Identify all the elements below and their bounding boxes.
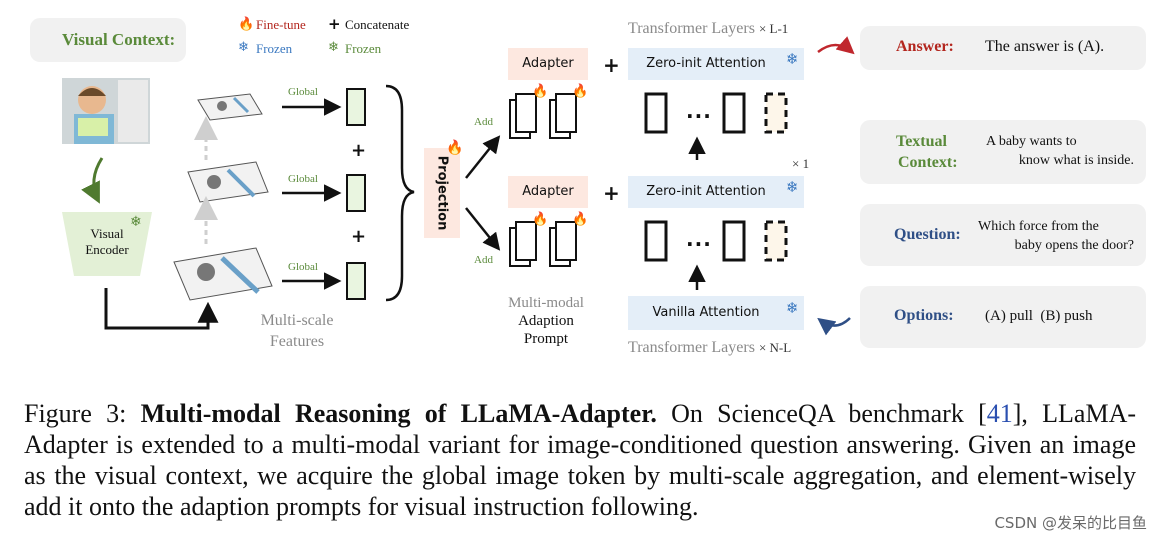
transformer-tokens-top xyxy=(644,92,788,134)
zero-init-attention-bottom: Zero-init Attention xyxy=(628,176,804,208)
projection-block xyxy=(424,148,460,238)
options-panel xyxy=(860,286,1146,348)
transformer-tokens-bottom xyxy=(644,220,788,262)
transformer-layers-bottom-mult: × N-L xyxy=(758,340,792,355)
multimodal-prompt-label: Multi-modal Adaption Prompt xyxy=(496,294,596,348)
multiscale-line1: Multi-scale xyxy=(260,312,334,329)
citation-link[interactable]: 41 xyxy=(986,399,1013,428)
global-label-3: Global xyxy=(288,261,318,273)
projection-label: Projection xyxy=(434,155,450,231)
answer-panel xyxy=(860,26,1146,70)
visual-encoder-line2: Encoder xyxy=(85,242,129,257)
caption-part1: On ScienceQA benchmark [ xyxy=(656,399,987,428)
caption-part2: ], LLaMA-Adapter is extended to a multi-… xyxy=(24,399,1137,521)
plus-icon: + xyxy=(328,15,341,33)
transformer-layers-top-text: Transformer Layers xyxy=(628,20,755,37)
adapter-block-top: Adapter xyxy=(508,48,588,80)
watermark: CSDN @发呆的比目鱼 xyxy=(994,514,1147,532)
feature-map-small xyxy=(197,93,263,121)
question-panel xyxy=(860,204,1146,266)
snowflake-icon: ❄ xyxy=(786,299,799,317)
visual-encoder-line1: Visual xyxy=(90,226,124,241)
fire-icon: 🔥 xyxy=(532,212,549,227)
fire-icon: 🔥 xyxy=(532,84,549,99)
global-label-2: Global xyxy=(288,173,318,185)
snowflake-icon: ❄ xyxy=(786,178,799,196)
answer-text: The answer is (A). xyxy=(985,38,1105,55)
feature-map-medium xyxy=(187,161,269,203)
input-arrow xyxy=(817,317,851,336)
answer-label: Answer: xyxy=(896,38,954,55)
multiscale-features-label: Multi-scale Features xyxy=(250,310,344,352)
question-text-line1: Which force from the xyxy=(978,219,1099,234)
caption-prefix: Figure 3: xyxy=(24,399,141,428)
global-token-3 xyxy=(346,262,366,300)
textual-context-text-line1: A baby wants to xyxy=(986,134,1077,149)
add-arrow-top xyxy=(465,135,501,179)
adapter-block-bottom: Adapter xyxy=(508,176,588,208)
transformer-layers-mid-mult: × 1 xyxy=(792,156,810,171)
textual-context-label-line1: Textual xyxy=(896,133,947,150)
ellipsis-top: ... xyxy=(686,99,712,123)
visual-context-panel xyxy=(30,18,186,62)
textual-context-text-line2: know what is inside. xyxy=(1018,153,1134,168)
baby-photo xyxy=(62,78,150,144)
transformer-layers-bottom-text: Transformer Layers xyxy=(628,339,755,356)
snowflake-icon: ❄ xyxy=(328,40,339,55)
plus-icon: + xyxy=(351,140,367,161)
global-token-1 xyxy=(346,88,366,126)
snowflake-icon: ❄ xyxy=(786,50,799,68)
plus-icon: + xyxy=(351,226,367,247)
feature-map-large xyxy=(173,247,273,301)
multiscale-line2: Features xyxy=(269,333,325,350)
caption-bold: Multi-modal Reasoning of LLaMA-Adapter. xyxy=(140,399,657,428)
mm-line3: Prompt xyxy=(523,331,569,347)
legend-frozen-blue: Frozen xyxy=(256,41,293,56)
figure-caption: Figure 3: Multi-modal Reasoning of LLaMA… xyxy=(24,398,1136,522)
mm-line1: Multi-modal xyxy=(508,295,584,311)
zero-init-attention-top: Zero-init Attention xyxy=(628,48,804,80)
legend-frozen-green: Frozen xyxy=(345,41,382,56)
fire-icon: 🔥 xyxy=(572,84,589,99)
plus-icon: + xyxy=(603,181,620,205)
options-text: (A) pull (B) push xyxy=(985,308,1093,324)
textual-context-panel xyxy=(860,120,1146,184)
mm-line2: Adaption xyxy=(518,313,574,329)
concat-brace xyxy=(385,84,415,302)
textual-context-label: Textual Context: xyxy=(896,131,958,173)
encode-arrow xyxy=(81,157,104,204)
answer-arrow xyxy=(817,36,855,55)
question-text-line2: baby opens the door? xyxy=(1014,238,1134,253)
encoder-output-arrow xyxy=(104,288,219,330)
plus-icon: + xyxy=(603,53,620,77)
fire-icon: 🔥 xyxy=(238,17,255,32)
legend-fine-tune: Fine-tune xyxy=(256,17,306,32)
vanilla-attention-block: Vanilla Attention xyxy=(628,296,804,330)
question-label: Question: xyxy=(894,226,961,243)
fire-icon: 🔥 xyxy=(446,140,464,156)
add-arrow-bottom xyxy=(465,207,501,251)
visual-encoder-shape xyxy=(62,212,152,276)
global-label-1: Global xyxy=(288,86,318,98)
fire-icon: 🔥 xyxy=(572,212,589,227)
options-label: Options: xyxy=(894,307,954,324)
adapter-prompt-stack-top xyxy=(509,93,577,139)
add-label-top: Add xyxy=(474,116,493,128)
transformer-layers-top-label: Transformer Layers × L-1 xyxy=(628,20,788,38)
visual-context-label: Visual Context: xyxy=(62,30,176,49)
adapter-prompt-stack-bottom xyxy=(509,221,577,267)
textual-context-label-line2: Context: xyxy=(898,154,958,171)
transformer-layers-bottom-label: Transformer Layers × N-L xyxy=(628,339,791,357)
question-text: Which force from the baby opens the door… xyxy=(978,217,1134,255)
transformer-layers-top-mult: × L-1 xyxy=(758,21,789,36)
textual-context-text: A baby wants to know what is inside. xyxy=(986,132,1134,170)
add-label-bottom: Add xyxy=(474,254,493,266)
legend-concatenate: Concatenate xyxy=(345,17,410,32)
snowflake-icon: ❄ xyxy=(238,40,249,55)
global-token-2 xyxy=(346,174,366,212)
visual-encoder-label: Visual Encoder xyxy=(74,226,140,258)
figure-graphics xyxy=(43,33,886,336)
snowflake-icon: ❄ xyxy=(130,214,142,230)
ellipsis-bottom: ... xyxy=(686,227,712,251)
